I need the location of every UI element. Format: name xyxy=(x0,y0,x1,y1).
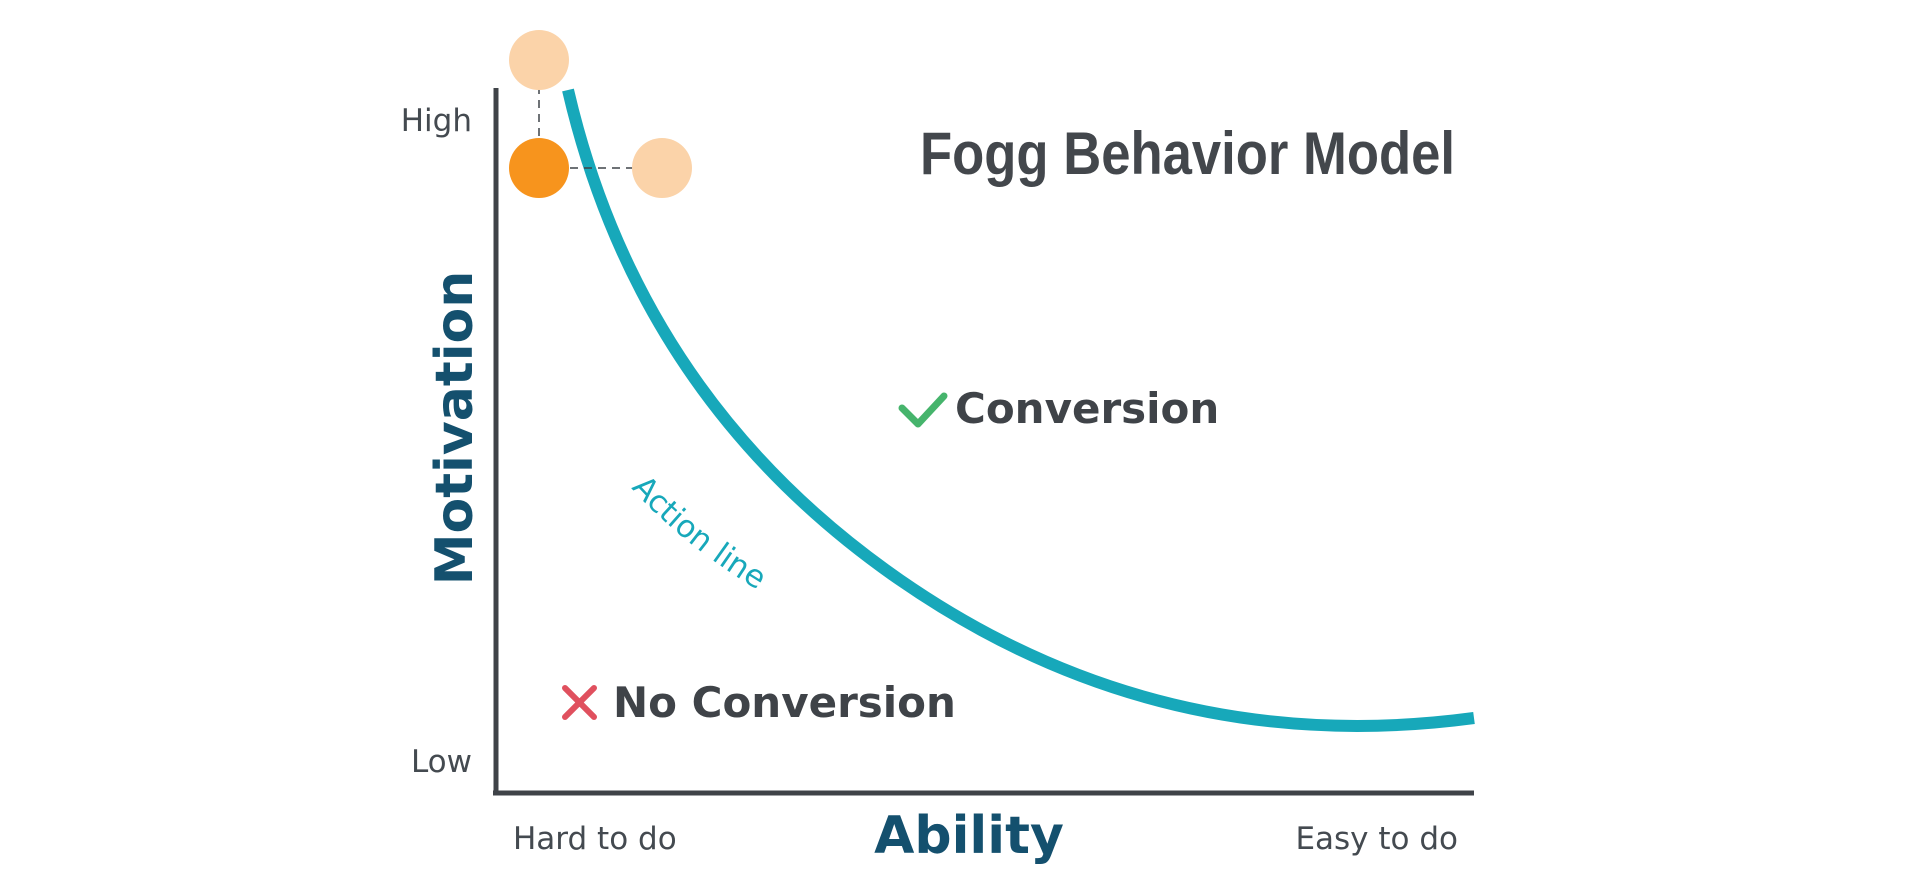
diagram-title: Fogg Behavior Model xyxy=(920,120,1455,187)
conversion-label: Conversion xyxy=(955,384,1219,433)
action-line-label: Action line xyxy=(625,469,772,597)
y-axis-high-label: High xyxy=(401,103,472,139)
x-axis-title: Ability xyxy=(874,806,1064,866)
x-axis-hard-label: Hard to do xyxy=(513,821,677,857)
no-conversion-label: No Conversion xyxy=(613,678,956,727)
x-axis-easy-label: Easy to do xyxy=(1295,821,1458,857)
current-behavior-marker xyxy=(509,138,569,198)
cross-icon xyxy=(562,685,597,720)
action-line-curve xyxy=(562,88,1475,732)
check-icon xyxy=(898,392,948,428)
higher-motivation-ghost-marker xyxy=(509,30,569,90)
y-axis-title: Motivation xyxy=(425,271,485,586)
y-axis-low-label: Low xyxy=(411,744,472,780)
easier-ability-ghost-marker xyxy=(632,138,692,198)
